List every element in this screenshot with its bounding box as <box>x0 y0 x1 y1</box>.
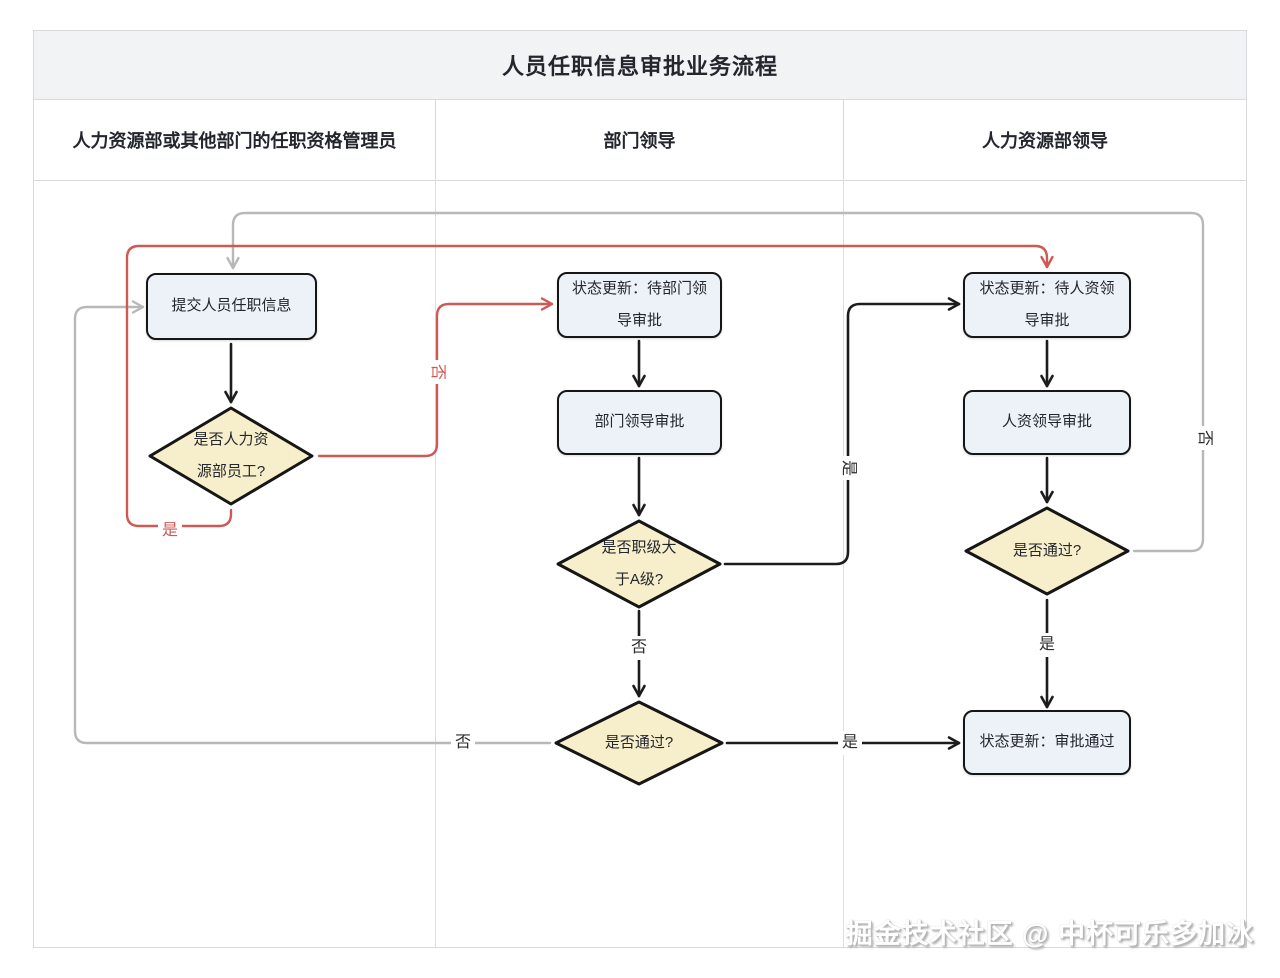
lane-divider-2 <box>843 179 844 947</box>
diamond-shape <box>148 406 314 506</box>
node-status-wait-hr: 状态更新：待人资领导审批 <box>963 272 1131 338</box>
diamond-shape <box>554 700 724 786</box>
edge-label-yes-level: 是 <box>836 456 860 480</box>
lane-header-row: 人力资源部或其他部门的任职资格管理员 部门领导 人力资源部领导 <box>34 100 1246 181</box>
node-status-approved: 状态更新：审批通过 <box>963 710 1131 775</box>
node-dept-leader-approval-label: 部门领导审批 <box>594 413 685 431</box>
node-status-wait-dept: 状态更新：待部门领导审批 <box>557 272 722 338</box>
node-is-hr-employee: 是否人力资源部员工? <box>147 406 315 506</box>
node-is-level-above-a: 是否职级大于A级? <box>555 519 723 609</box>
edge-label-no-hrpass: 否 <box>1192 426 1216 450</box>
node-hr-pass-check-label: 是否通过? <box>1012 541 1082 559</box>
edge-label-no-deptpass: 否 <box>451 731 475 755</box>
node-submit-info: 提交人员任职信息 <box>146 273 317 340</box>
diamond-shape <box>964 506 1130 596</box>
edge-label-yes-deptpass: 是 <box>838 731 862 755</box>
watermark-text: 掘金技术社区 @ 中杯可乐多加冰 <box>845 919 1254 949</box>
node-hr-pass-check: 是否通过? <box>963 506 1131 596</box>
node-hr-leader-approval-label: 人资领导审批 <box>1001 413 1092 431</box>
edge-label-yes-ishr: 是 <box>158 519 182 543</box>
edge-label-no-ishr: 否 <box>425 360 449 384</box>
node-status-approved-label: 状态更新：审批通过 <box>979 733 1115 751</box>
lane-header-hr-admin: 人力资源部或其他部门的任职资格管理员 <box>34 100 436 180</box>
node-dept-pass-check: 是否通过? <box>553 700 725 786</box>
lane-divider-1 <box>435 179 436 947</box>
node-is-level-above-a-label: 是否职级大于A级? <box>601 538 677 588</box>
node-status-wait-dept-label: 状态更新：待部门领导审批 <box>571 279 707 329</box>
node-submit-info-label: 提交人员任职信息 <box>171 297 292 315</box>
diagram-title-band: 人员任职信息审批业务流程 <box>34 31 1246 100</box>
node-status-wait-hr-label: 状态更新：待人资领导审批 <box>979 279 1115 329</box>
edge-label-yes-hrpass: 是 <box>1035 633 1059 657</box>
edge-label-no-level: 否 <box>627 636 651 660</box>
diagram-title: 人员任职信息审批业务流程 <box>501 54 778 79</box>
lane-header-dept-leader: 部门领导 <box>436 100 844 180</box>
node-is-hr-employee-label: 是否人力资源部员工? <box>193 430 269 480</box>
node-hr-leader-approval: 人资领导审批 <box>963 390 1131 455</box>
diamond-shape <box>556 519 722 609</box>
node-dept-leader-approval: 部门领导审批 <box>557 390 722 455</box>
lane-header-hr-leader: 人力资源部领导 <box>982 131 1108 151</box>
node-dept-pass-check-label: 是否通过? <box>604 733 674 751</box>
